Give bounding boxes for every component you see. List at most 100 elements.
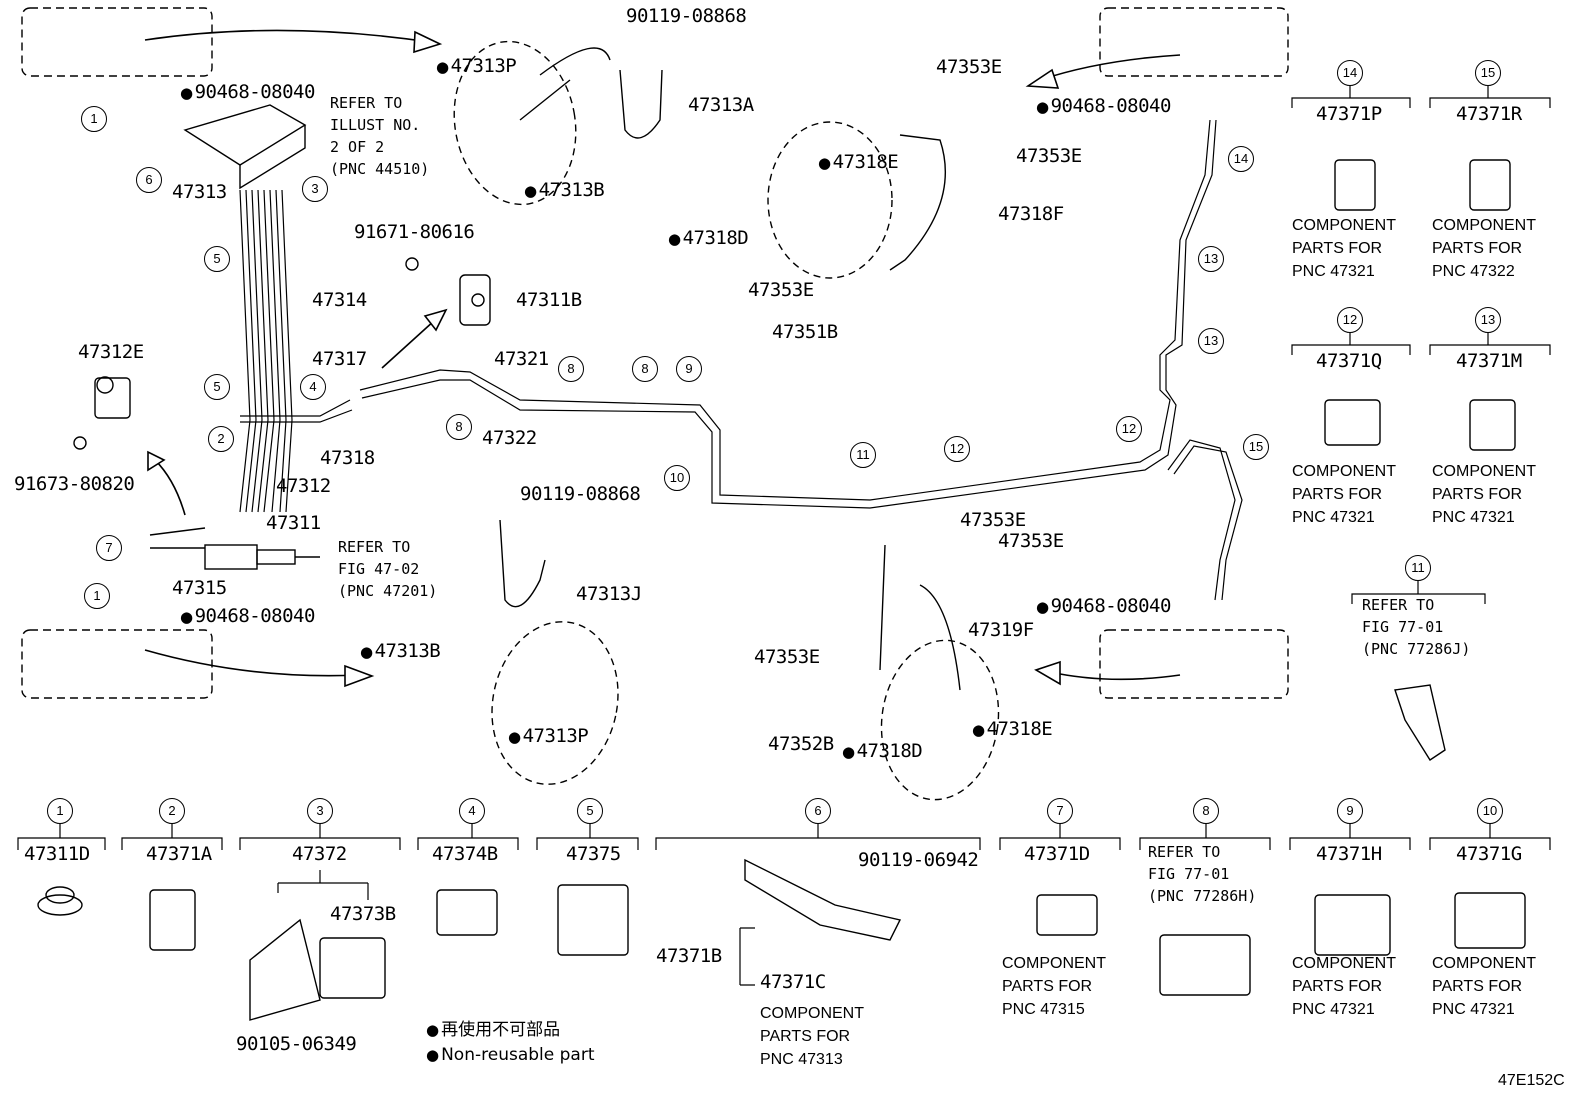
- panel-number: 9: [1337, 798, 1363, 824]
- panel-number: 5: [577, 798, 603, 824]
- panel-part-number: 47371P: [1316, 103, 1382, 125]
- callout-14: 14: [1228, 146, 1254, 172]
- part-label-47311: 47311: [266, 512, 321, 534]
- panel-number: 12: [1337, 307, 1363, 333]
- panel-part-number: 47371D: [1024, 843, 1090, 865]
- callout-15: 15: [1243, 434, 1269, 460]
- wheel-area-boxes: [21, 7, 1289, 699]
- callout-12-b: 12: [1116, 416, 1142, 442]
- part-label-47318D-top: 47318D: [668, 228, 749, 249]
- part-label-47317: 47317: [312, 348, 367, 370]
- refer-illust-line-3: 2 OF 2: [330, 138, 385, 156]
- panel-text-2: PARTS FOR: [1432, 240, 1523, 257]
- panel-number: 1: [47, 798, 73, 824]
- panel-part-number: 47374B: [432, 843, 498, 865]
- panel-text-3: (PNC 77286H): [1148, 887, 1257, 905]
- panel-text-2: FIG 77-01: [1362, 618, 1444, 636]
- refer-illust-line-2: ILLUST NO.: [330, 116, 421, 134]
- panel-text-2: PARTS FOR: [1292, 240, 1383, 257]
- callout-8-a: 8: [558, 356, 584, 382]
- callout-9: 9: [676, 356, 702, 382]
- part-label-47312: 47312: [276, 475, 331, 497]
- panel-part-number: 47375: [566, 843, 621, 865]
- callout-4: 4: [300, 374, 326, 400]
- panel-number: 13: [1475, 307, 1501, 333]
- panel-number: 8: [1193, 798, 1219, 824]
- part-label-90119-06942: 90119-06942: [858, 849, 979, 871]
- panel-text-3: PNC 47321: [1432, 1001, 1515, 1018]
- panel-text-2: PARTS FOR: [1432, 978, 1523, 995]
- callout-11: 11: [850, 442, 876, 468]
- part-label-47318E-top: 47318E: [818, 152, 899, 173]
- part-label-47352B: 47352B: [768, 733, 834, 755]
- part-label-90119-08868-top: 90119-08868: [626, 5, 747, 27]
- part-label-47319F: 47319F: [968, 619, 1034, 641]
- part-label-47373B: 47373B: [330, 903, 396, 925]
- panel-text-1: COMPONENT: [1432, 955, 1536, 972]
- refer-fig47-line-2: FIG 47-02: [338, 560, 420, 578]
- part-label-47353E-4: 47353E: [960, 509, 1026, 531]
- part-label-47313P-mid: 47313P: [508, 726, 589, 747]
- panel-part-number: 47311D: [24, 843, 90, 865]
- part-label-47318: 47318: [320, 447, 375, 469]
- tube-bundle: [239, 119, 1243, 601]
- panel-part-number: 47371M: [1456, 350, 1522, 372]
- callout-13-b: 13: [1198, 328, 1224, 354]
- panel-text-3: PNC 47315: [1002, 1001, 1085, 1018]
- part-label-47314: 47314: [312, 289, 367, 311]
- panel-text-1: COMPONENT: [1002, 955, 1106, 972]
- callout-12-a: 12: [944, 436, 970, 462]
- diagram-code: 47E152C: [1498, 1072, 1565, 1089]
- detail-ellipses: [453, 40, 1000, 801]
- callout-10: 10: [664, 465, 690, 491]
- part-label-47321: 47321: [494, 348, 549, 370]
- panel-text-1: REFER TO: [1362, 596, 1435, 614]
- panel-number: 14: [1337, 60, 1363, 86]
- legend-english: Non-reusable part: [426, 1043, 594, 1067]
- callout-6: 6: [136, 167, 162, 193]
- callout-13-a: 13: [1198, 246, 1224, 272]
- direction-arrows: [144, 29, 1181, 688]
- panel-text-3: PNC 47321: [1432, 509, 1515, 526]
- part-label-47313P-top: 47313P: [436, 56, 517, 77]
- part-label-90468-08040-tr: 90468-08040: [1036, 96, 1172, 117]
- panel-text-3: PNC 47313: [760, 1051, 843, 1068]
- callout-2: 2: [208, 426, 234, 452]
- part-label-47353E-2: 47353E: [1016, 145, 1082, 167]
- part-label-47353E-3: 47353E: [748, 279, 814, 301]
- panel-number: 15: [1475, 60, 1501, 86]
- panel-number: 11: [1405, 555, 1431, 581]
- part-label-47322: 47322: [482, 427, 537, 449]
- legend-japanese: 再使用不可部品: [426, 1018, 560, 1042]
- panel-text-2: PARTS FOR: [760, 1028, 851, 1045]
- part-label-47318D-bot: 47318D: [842, 741, 923, 762]
- part-label-47313: 47313: [172, 181, 227, 203]
- refer-fig47-line-1: REFER TO: [338, 538, 411, 556]
- refer-illust-line-1: REFER TO: [330, 94, 403, 112]
- part-label-91673-80820: 91673-80820: [14, 473, 135, 495]
- part-label-90468-08040-bl: 90468-08040: [180, 606, 316, 627]
- panel-brackets: [17, 84, 1551, 986]
- panel-text-3: PNC 47321: [1292, 509, 1375, 526]
- panel-text-2: PARTS FOR: [1292, 978, 1383, 995]
- distributor-block: [149, 104, 320, 570]
- part-label-47313B-top: 47313B: [524, 180, 605, 201]
- part-label-47311B: 47311B: [516, 289, 582, 311]
- panel-text-1: REFER TO: [1148, 843, 1221, 861]
- part-label-47313J: 47313J: [576, 583, 642, 605]
- part-label-47371C: 47371C: [760, 971, 826, 993]
- part-label-47313A: 47313A: [688, 94, 754, 116]
- part-label-90105-06349: 90105-06349: [236, 1033, 357, 1055]
- panel-text-1: COMPONENT: [1292, 217, 1396, 234]
- panel-number: 4: [459, 798, 485, 824]
- part-label-90468-08040-br: 90468-08040: [1036, 596, 1172, 617]
- panel-text-2: PARTS FOR: [1292, 486, 1383, 503]
- panel-part-number: 47371H: [1316, 843, 1382, 865]
- panel-text-1: COMPONENT: [1432, 463, 1536, 480]
- panel-text-1: COMPONENT: [1292, 955, 1396, 972]
- panel-number: 6: [805, 798, 831, 824]
- part-label-47371B: 47371B: [656, 945, 722, 967]
- callout-3: 3: [302, 176, 328, 202]
- part-label-47318F: 47318F: [998, 203, 1064, 225]
